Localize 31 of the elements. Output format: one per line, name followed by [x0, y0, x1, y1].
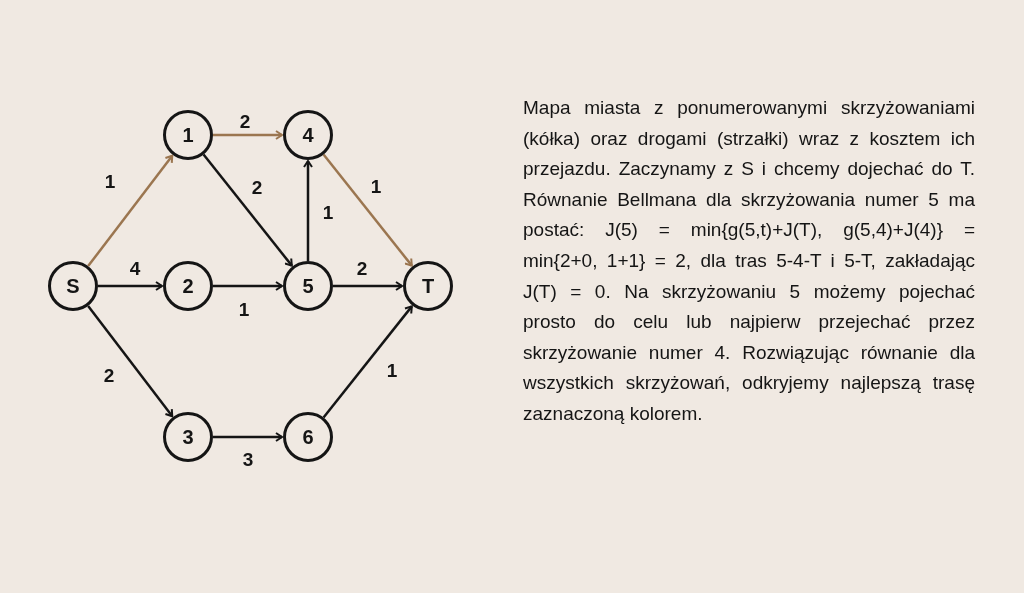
arrow — [98, 281, 163, 291]
edge-label: 2 — [239, 112, 251, 132]
arrow — [213, 130, 283, 140]
edge-label: 3 — [242, 450, 254, 470]
node-circle: 1 — [163, 110, 213, 160]
edge-label: 2 — [103, 366, 115, 386]
node-circle: 6 — [283, 412, 333, 462]
arrow — [213, 281, 283, 291]
edge-label: 1 — [370, 177, 382, 197]
edge-label: 1 — [322, 203, 334, 223]
arrow — [303, 160, 313, 261]
edge-label: 1 — [238, 300, 250, 320]
node-circle: T — [403, 261, 453, 311]
edge-label: 4 — [129, 259, 141, 279]
arrow — [213, 432, 283, 442]
arrow — [87, 305, 174, 418]
arrow — [202, 153, 293, 267]
node-circle: 5 — [283, 261, 333, 311]
node-circle: 2 — [163, 261, 213, 311]
edge-label: 2 — [356, 259, 368, 279]
node-circle: 4 — [283, 110, 333, 160]
node-circle: S — [48, 261, 98, 311]
arrow — [322, 153, 413, 267]
arrow — [322, 305, 413, 419]
description-paragraph: Mapa miasta z ponumerowanymi skrzyżowaniami (kółka) oraz drogami (strzałki) wraz z kosztem ich przejazdu. Zaczynamy z S i chcemy dojechać do T. Równanie Bellmana dla skrzyżowania numer 5 ma postać: J(5) = min{g(5,t)+J(T), g(5,4)+J(4)} = min{2+0, 1+1} = 2, dla tras 5-4-T i 5-T, zakładając J(T) = 0. Na skrzyżowaniu 5 możemy pojechać prosto do celu lub najpierw przejechać przez skrzyżowanie numer 4. Rozwiązując równanie dla wszystkich skrzyżowań, odkryjemy najlepszą trasę zaznaczoną kolorem. — [523, 96, 975, 426]
edge-label: 2 — [251, 178, 263, 198]
edge-label: 1 — [104, 172, 116, 192]
arrow — [87, 154, 174, 267]
edge-label: 1 — [386, 361, 398, 381]
arrow — [333, 281, 403, 291]
node-circle: 3 — [163, 412, 213, 462]
